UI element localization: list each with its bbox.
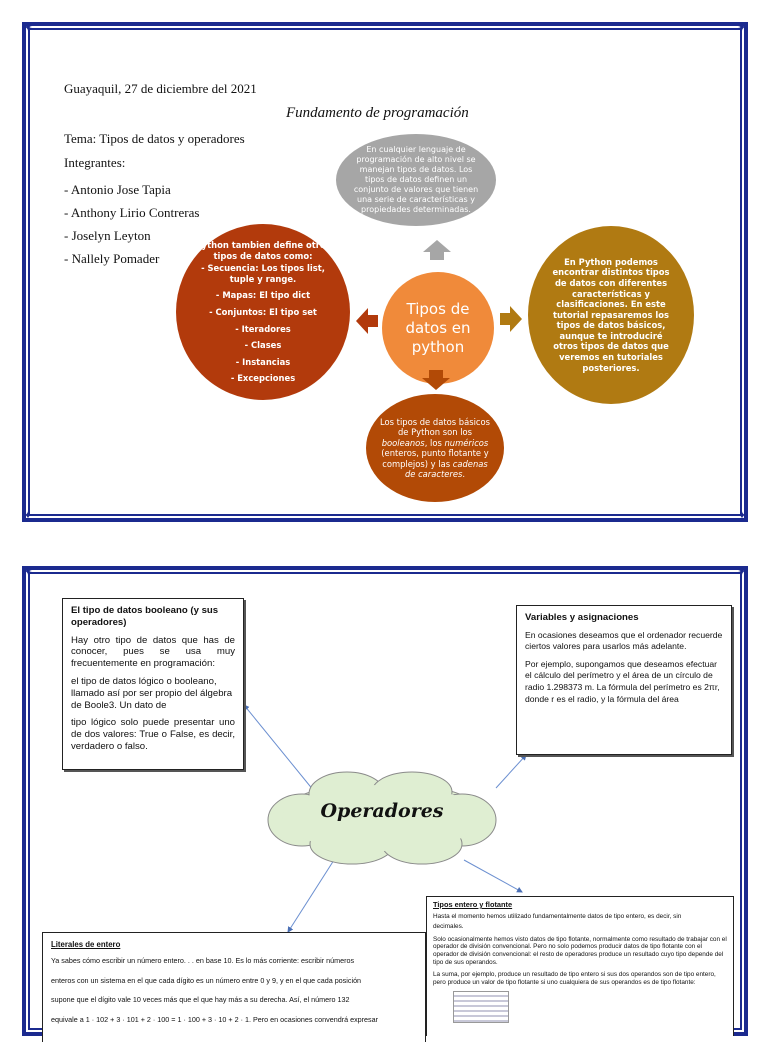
document-title: Fundamento de programación [286, 105, 469, 121]
operators-title: Operadores [320, 800, 444, 822]
arrow-up-icon [423, 240, 451, 260]
left-ellipse: Python tambien define otros tipos de dat… [176, 224, 350, 400]
corner-ornament-icon: ✦ [23, 566, 33, 578]
float-paragraph: La suma, por ejemplo, produce un resulta… [433, 971, 716, 986]
left-item: - Clases [244, 340, 282, 351]
float-paragraph: Hasta el momento hemos utilizado fundame… [433, 912, 682, 920]
right-ellipse: En Python podemos encontrar distintos ti… [528, 226, 694, 404]
boolean-paragraph: Hay otro tipo de datos que has de conoce… [71, 634, 235, 670]
member-item: - Nallely Pomader [64, 251, 160, 266]
center-circle: Tipos de datos en python [382, 272, 494, 384]
int-float-box: Tipos entero y flotante Hasta el momento… [426, 896, 734, 1036]
literals-line: Ya sabes cómo escribir un número entero.… [51, 956, 355, 965]
boolean-title: El tipo de datos booleano (y sus operado… [71, 605, 219, 628]
literals-line: equivale a 1 · 102 + 3 · 101 + 2 · 100 =… [51, 1014, 379, 1024]
page-1: ✦ ✦ ✦ ✦ Guayaquil, 27 de diciembre del 2… [22, 22, 748, 522]
bottom-text-part: (enteros, punto flotante y complejos) y … [381, 448, 489, 469]
corner-ornament-icon: ✦ [737, 566, 747, 578]
left-item: - Secuencia: Los tipos list, tuple y ran… [201, 263, 325, 284]
corner-ornament-icon: ✦ [23, 22, 33, 34]
boolean-paragraph: tipo lógico solo puede presentar uno de … [71, 717, 235, 752]
member-item: - Joselyn Leyton [64, 228, 151, 243]
corner-ornament-icon: ✦ [23, 510, 33, 522]
bottom-text-italic: cadenas de caracteres [404, 458, 488, 480]
right-ellipse-text: En Python podemos encontrar distintos ti… [552, 256, 670, 373]
left-item: - Instancias [235, 356, 291, 367]
left-item: - Conjuntos: El tipo set [209, 307, 317, 317]
date-line: Guayaquil, 27 de diciembre del 2021 [64, 81, 257, 96]
arrow-right-icon [500, 306, 522, 332]
cloud-shape [267, 771, 497, 865]
bottom-text-part: . [462, 469, 466, 479]
bottom-ellipse: Los tipos de datos básicos de Python son… [366, 394, 504, 502]
top-ellipse-text: En cualquier lenguaje de programación de… [353, 145, 479, 214]
variables-paragraph: En ocasiones deseamos que el ordenador r… [525, 629, 723, 652]
arrow-down-icon [422, 370, 450, 390]
boolean-paragraph: el tipo de datos lógico o booleano, llam… [71, 675, 233, 711]
boolean-box: El tipo de datos booleano (y sus operado… [62, 598, 244, 770]
arrow-left-icon [356, 308, 378, 334]
member-item: - Anthony Lirio Contreras [64, 205, 200, 220]
member-item: - Antonio Jose Tapia [64, 182, 171, 197]
bottom-text-italic: numéricos [444, 437, 489, 448]
float-paragraph: Solo ocasionalmente hemos visto datos de… [433, 935, 727, 966]
bottom-text-part: Los tipos de datos básicos de Python son… [380, 416, 490, 438]
float-title: Tipos entero y flotante [433, 900, 513, 909]
left-item: - Iteradores [235, 323, 291, 334]
variables-title: Variables y asignaciones [525, 612, 639, 623]
corner-ornament-icon: ✦ [737, 22, 747, 34]
literals-line: supone que el dígito vale 10 veces más q… [51, 995, 350, 1004]
left-item: - Mapas: El tipo dict [215, 290, 311, 301]
center-title: Tipos de datos en python [405, 299, 471, 356]
topic-line: Tema: Tipos de datos y operadores [64, 131, 245, 146]
members-label: Integrantes: [64, 155, 126, 170]
bottom-text-italic: booleanos [381, 437, 425, 448]
left-intro: Python tambien define otros tipos de dat… [195, 240, 331, 261]
bottom-ellipse-text: Los tipos de datos básicos de Python son… [380, 417, 490, 480]
page-2: ✦ ✦ Operadores El tipo de datos booleano… [22, 566, 748, 1042]
corner-ornament-icon: ✦ [737, 510, 747, 522]
top-ellipse: En cualquier lenguaje de programación de… [336, 134, 496, 226]
members-list: - Antonio Jose Tapia - Anthony Lirio Con… [64, 178, 199, 270]
code-snippet-image [453, 991, 509, 1024]
integer-literals-box: Literales de entero Ya sabes cómo escrib… [42, 932, 426, 1042]
left-item: - Excepciones [230, 373, 296, 384]
variables-box: Variables y asignaciones En ocasiones de… [516, 605, 732, 755]
left-ellipse-text: Python tambien define otros tipos de dat… [192, 240, 334, 384]
literals-title: Literales de entero [51, 940, 121, 949]
bottom-text-part: , los [424, 437, 445, 448]
connector-lines [243, 704, 527, 933]
float-paragraph: decimales. [433, 923, 464, 931]
variables-paragraph: Por ejemplo, supongamos que deseamos efe… [525, 658, 720, 704]
literals-line: enteros con un sistema en el que cada dí… [51, 975, 362, 985]
